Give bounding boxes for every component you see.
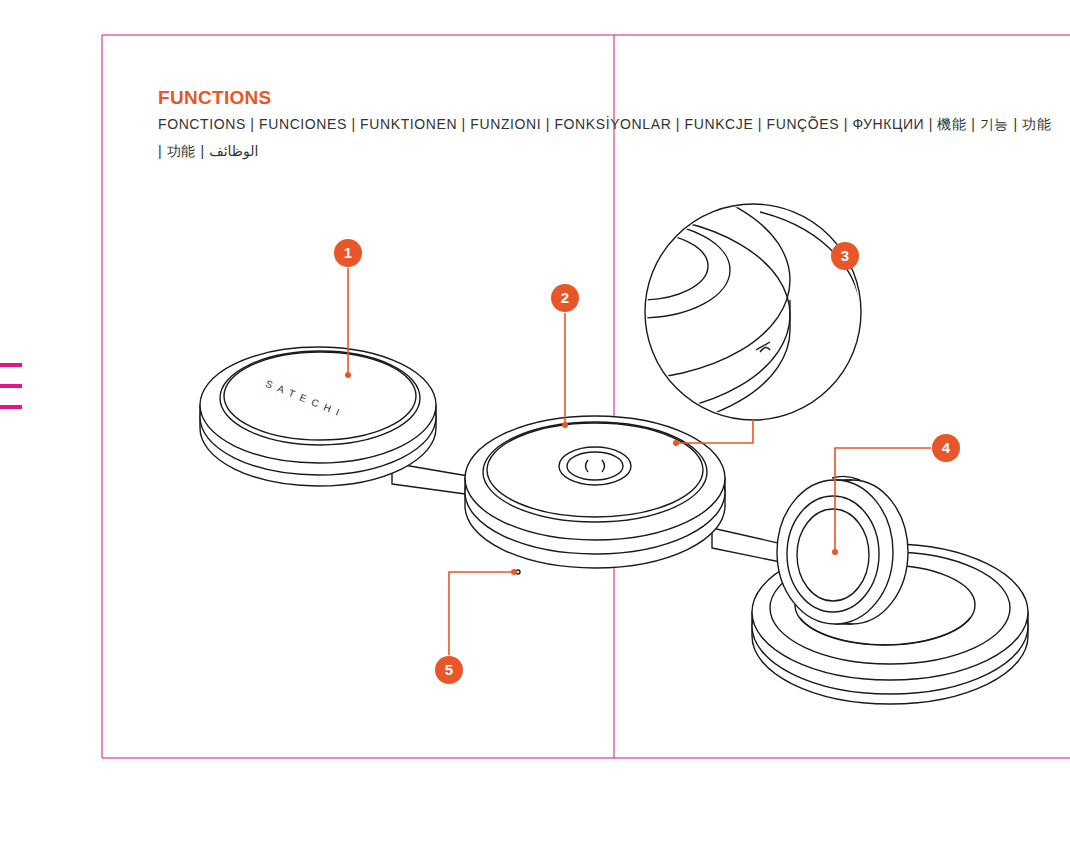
callout-number: 2 (551, 284, 579, 312)
callout-number: 5 (435, 656, 463, 684)
trim-lines (102, 35, 1070, 758)
page-tab-mark (0, 363, 22, 409)
leader-lines (348, 268, 931, 655)
translated-heading: FONCTIONS | FUNCIONES | FUNKTIONEN | FUN… (158, 111, 1053, 165)
magnified-detail (450, 180, 861, 430)
leader-dots (345, 372, 838, 575)
callout-number: 4 (932, 434, 960, 462)
callout-number: 1 (334, 239, 362, 267)
earbuds-pad (465, 416, 725, 574)
watch-puck (777, 476, 908, 624)
phone-pad (200, 347, 436, 486)
page-title: FUNCTIONS (158, 87, 272, 109)
callout-number: 3 (831, 242, 859, 270)
